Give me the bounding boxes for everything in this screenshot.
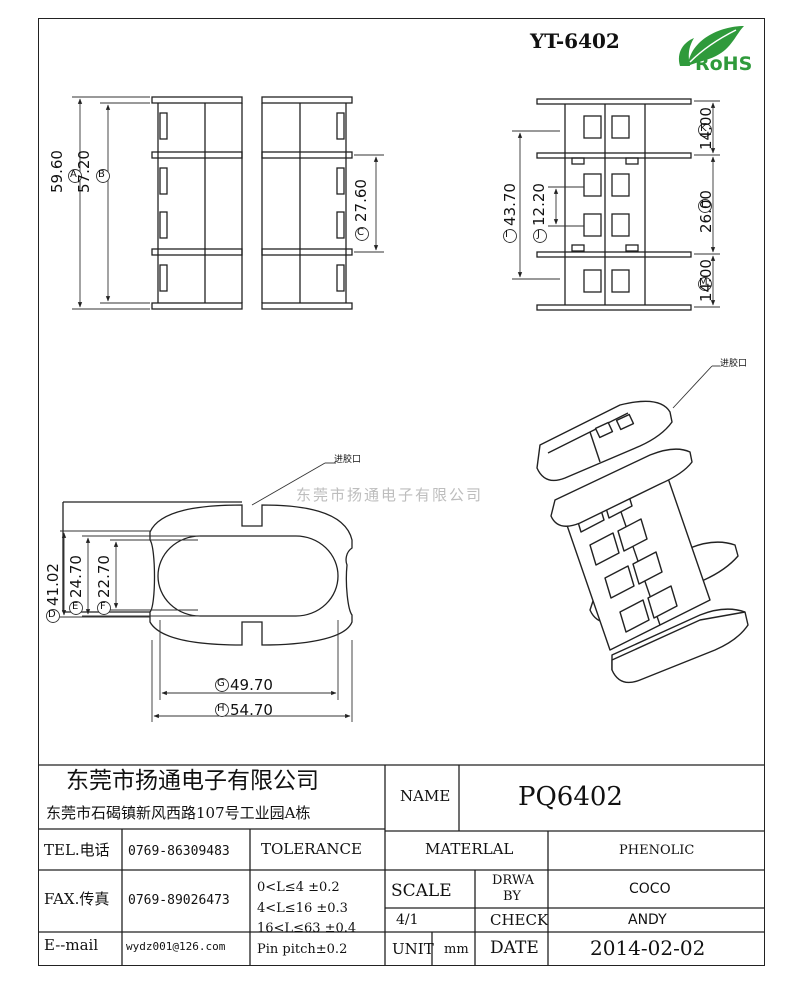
dim-a-value: 59.60 — [48, 150, 66, 193]
tolerance-range-3: 16<L≤63 ±0.4 — [257, 921, 357, 936]
name-label: NAME — [400, 787, 451, 805]
tolerance-range-1: 0<L≤4 ±0.2 — [257, 880, 340, 895]
side-view — [536, 98, 692, 311]
dim-c-value: 27.60 — [352, 179, 370, 222]
dim-letter-j: J — [537, 229, 540, 240]
unit-value: mm — [444, 942, 469, 957]
gate-label: 进胶口 — [334, 455, 362, 465]
dim-f-value: 22.70 — [95, 555, 113, 598]
tolerance-range-2: 4<L≤16 ±0.3 — [257, 901, 348, 916]
dim-letter-a: A — [70, 169, 77, 180]
dim-letter-e: E — [72, 601, 79, 612]
dim-letter-b: B — [98, 169, 105, 180]
dim-b-value: 57.20 — [75, 150, 93, 193]
scale-value: 4/1 — [396, 912, 419, 928]
tel-number: 0769-86309483 — [128, 844, 230, 859]
dim-letter-l: L — [701, 199, 707, 210]
company-address: 东莞市石碣镇新风西路107号工业园A栋 — [46, 804, 311, 822]
fax-label: FAX.传真 — [44, 890, 110, 908]
rohs-leaf-icon — [678, 26, 744, 66]
material-value: PHENOLIC — [619, 843, 695, 858]
dim-letter-h: H — [217, 703, 225, 714]
dim-letter-k: K — [700, 123, 707, 134]
dim-letter-m: M — [699, 277, 708, 288]
check-label: CHECK — [490, 911, 549, 929]
unit-label: UNIT — [392, 940, 434, 958]
watermark: 东莞市扬通电子有限公司 — [296, 486, 484, 504]
dim-m-value: 14.00 — [697, 259, 715, 302]
dim-letter-g: G — [217, 678, 225, 689]
dim-letter-d: D — [48, 609, 56, 620]
dim-letter-c: C — [357, 227, 364, 238]
rohs-label: RoHS — [695, 53, 753, 75]
top-view-dimensions — [60, 462, 353, 722]
drawn-by-value: COCO — [629, 881, 671, 897]
pin-pitch: Pin pitch±0.2 — [257, 942, 348, 957]
tolerance-label: TOLERANCE — [261, 840, 362, 858]
dim-h-value: 54.70 — [230, 701, 273, 719]
scale-label: SCALE — [391, 881, 452, 901]
dim-l-value: 26.00 — [697, 190, 715, 233]
dim-j-value: 12.20 — [530, 183, 548, 226]
isometric-leader — [672, 365, 720, 409]
drawing-frame — [38, 18, 765, 966]
front-view — [151, 96, 353, 310]
front-view-dimensions — [72, 96, 384, 310]
dim-letter-i: I — [505, 229, 508, 240]
part-name: PQ6402 — [518, 782, 623, 812]
tel-label: TEL.电话 — [44, 841, 110, 859]
drawn-by-label-2: BY — [503, 889, 521, 904]
material-label: MATERLAL — [425, 840, 514, 858]
dim-e-value: 24.70 — [67, 555, 85, 598]
model-code: YT-6402 — [530, 29, 620, 53]
drawn-by-label-1: DRWA — [492, 873, 535, 888]
gate-label-top: 进胶口 — [720, 359, 748, 369]
date-value: 2014-02-02 — [590, 936, 706, 960]
dim-i-value: 43.70 — [501, 183, 519, 226]
dim-d-value: 41.02 — [44, 563, 62, 606]
checked-by-value: ANDY — [628, 912, 667, 928]
company-name: 东莞市扬通电子有限公司 — [66, 768, 319, 794]
isometric-view — [536, 400, 749, 684]
email-address: wydz001@126.com — [126, 940, 226, 953]
fax-number: 0769-89026473 — [128, 893, 230, 908]
dim-k-value: 14.00 — [697, 107, 715, 150]
date-label: DATE — [490, 938, 539, 958]
dim-letter-f: F — [100, 601, 106, 612]
side-view-dimensions — [512, 100, 720, 308]
dim-g-value: 49.70 — [230, 676, 273, 694]
email-label: E--mail — [44, 936, 99, 954]
title-block-grid — [38, 764, 765, 966]
